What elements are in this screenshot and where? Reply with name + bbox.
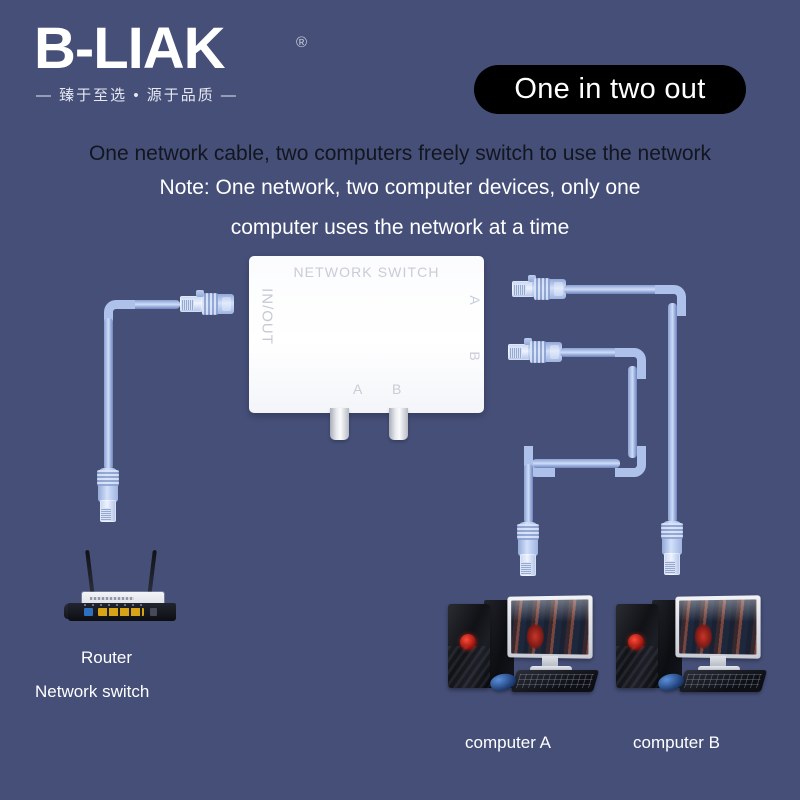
rj45-plug [508, 344, 530, 360]
cable-b-corner-bottom [615, 446, 646, 477]
rj45-plug [664, 553, 680, 575]
router-status-leds [84, 604, 144, 606]
feature-badge-label: One in two out [514, 73, 706, 105]
computer-power-logo-icon [460, 634, 476, 650]
rj45-pins [665, 561, 675, 574]
cable-in-vertical [104, 318, 113, 470]
computer-monitor [507, 595, 593, 659]
rj45-plug [100, 500, 116, 522]
rj45-pins [509, 348, 522, 358]
router-antenna-left [85, 549, 95, 598]
caption-computer-b: computer B [633, 733, 720, 752]
caption-router: Router [81, 648, 133, 667]
cable-b-vertical-down [524, 464, 533, 524]
rj45-strain-relief [661, 523, 683, 539]
rj45-pins [513, 285, 526, 295]
headline-primary: One network cable, two computers freely … [88, 142, 712, 165]
router-wan-port [84, 608, 93, 616]
computer-power-logo-icon [628, 634, 644, 650]
device-title: NETWORK SWITCH [293, 264, 440, 280]
rj45-connector-router [97, 468, 119, 522]
rj45-plug [520, 554, 536, 576]
desktop-computer-a [446, 594, 600, 699]
monitor-base [698, 666, 740, 672]
cable-in-corner [104, 300, 135, 331]
router-device [60, 548, 180, 626]
device-button-label-a: A [353, 381, 363, 397]
rj45-pins [101, 508, 111, 521]
rj45-pins [181, 300, 194, 310]
rj45-strain-relief [202, 293, 218, 315]
rj45-clip [196, 290, 204, 297]
cable-b-horizontal [560, 348, 622, 357]
rj45-connector-switch-a [512, 275, 566, 300]
device-port-label-in-out: IN/OUT [258, 288, 276, 345]
caption-network-switch: Network switch [35, 682, 150, 701]
device-button-label-b: B [392, 381, 402, 397]
rj45-plug [512, 281, 534, 297]
router-power-port [150, 608, 157, 616]
cable-b-horizontal-bottom [532, 459, 620, 468]
feature-badge: One in two out [474, 65, 746, 114]
computer-keyboard [678, 670, 768, 692]
rj45-strain-relief [534, 278, 550, 300]
caption-computer-a: computer A [465, 733, 551, 752]
rj45-connector-computer-a [661, 521, 683, 575]
network-switch-device: NETWORK SWITCH IN/OUT A B A B [249, 256, 484, 413]
rj45-clip [528, 275, 536, 282]
cable-a-vertical [668, 303, 677, 523]
cable-in-horizontal [118, 300, 180, 309]
rj45-strain-relief [530, 341, 546, 363]
device-push-button-b[interactable] [389, 408, 408, 440]
cable-b-vertical-right [628, 366, 637, 458]
rj45-clip [524, 338, 532, 345]
rj45-connector-switch-in [180, 290, 234, 315]
device-port-label-b: B [467, 351, 483, 361]
router-lan-ports [98, 608, 144, 616]
cable-a-corner [655, 285, 686, 316]
brand-tagline: — 臻于至选 • 源于品质 — [36, 87, 238, 104]
rj45-connector-computer-b [517, 522, 539, 576]
router-antenna-right [147, 549, 157, 598]
brand-logo: B-LIAK ® — 臻于至选 • 源于品质 — [34, 18, 334, 113]
brand-name: B-LIAK [34, 16, 226, 81]
device-port-label-a: A [467, 295, 483, 305]
computer-screen [679, 599, 757, 655]
rj45-connector-switch-b [508, 338, 562, 363]
cable-b-corner-top [615, 348, 646, 379]
registered-trademark-icon: ® [296, 34, 308, 51]
computer-keyboard [510, 670, 600, 692]
router-brand-strip [90, 597, 134, 600]
computer-monitor [675, 595, 761, 659]
rj45-strain-relief [97, 470, 119, 486]
rj45-pins [521, 562, 531, 575]
computer-tower [448, 604, 490, 688]
computer-screen [511, 599, 589, 655]
monitor-stand [710, 656, 726, 668]
rj45-plug [180, 296, 202, 312]
monitor-stand [542, 656, 558, 668]
computer-tower [616, 604, 658, 688]
rj45-strain-relief [517, 524, 539, 540]
headline-note-line-1: Note: One network, two computer devices,… [159, 176, 641, 199]
headline-note-line-2: computer uses the network at a time [230, 216, 570, 239]
cable-a-horizontal [564, 285, 662, 294]
cable-b-corner-left [524, 446, 555, 477]
desktop-computer-b [614, 594, 768, 699]
device-push-button-a[interactable] [330, 408, 349, 440]
monitor-base [530, 666, 572, 672]
